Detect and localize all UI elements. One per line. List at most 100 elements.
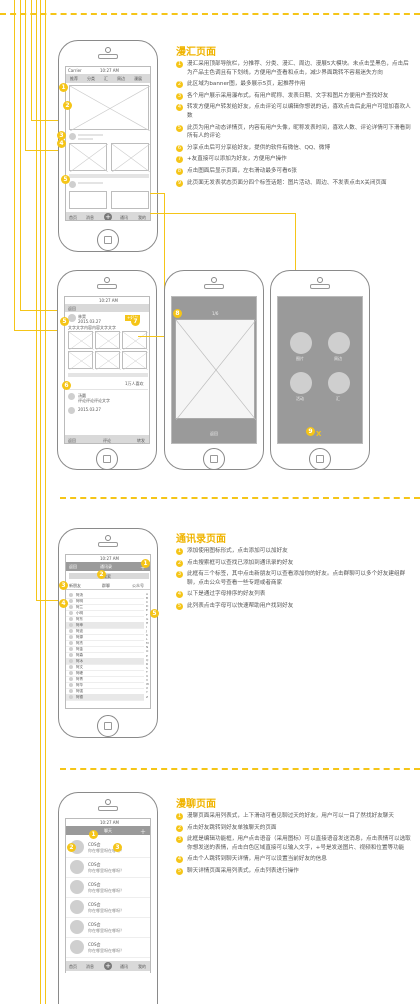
table-row[interactable]: 阿明 (66, 598, 144, 605)
full-image[interactable] (175, 319, 256, 421)
table-row[interactable]: 阿冰 (66, 658, 144, 665)
table-row[interactable]: 阿金 (66, 646, 144, 653)
alpha-index-letter[interactable]: P (146, 653, 148, 658)
avatar[interactable] (68, 393, 75, 400)
toolbar-contacts[interactable]: 通讯 (120, 964, 128, 969)
alpha-index-letter[interactable]: C (146, 600, 149, 605)
tab-recommend[interactable]: 推荐 (70, 76, 78, 81)
share-button[interactable]: 转发 (137, 438, 145, 443)
list-item[interactable]: COS会你在哪里呀在哪呀？ (66, 837, 150, 858)
table-row[interactable]: 阿汤 (66, 592, 144, 599)
table-row[interactable]: 阿波 (66, 628, 144, 635)
alpha-index-letter[interactable]: O (146, 649, 149, 654)
alpha-index-letter[interactable]: L (146, 637, 148, 642)
alpha-index-letter[interactable]: T (146, 669, 148, 674)
post-image[interactable] (111, 143, 150, 173)
list-item[interactable]: COS会你在哪里呀在哪呀？ (66, 877, 150, 898)
post-actions[interactable] (69, 174, 149, 178)
alpha-index-letter[interactable]: B (146, 596, 149, 601)
alpha-index-letter[interactable]: W (146, 682, 149, 687)
alpha-index-letter[interactable]: X (146, 686, 149, 691)
publish-activity-button[interactable] (290, 372, 312, 394)
contact-name: 阿强 (76, 689, 83, 693)
alpha-index-letter[interactable]: Y (146, 690, 148, 695)
avatar[interactable] (69, 181, 76, 188)
back-button[interactable]: 返回 (68, 438, 76, 443)
alpha-index-letter[interactable]: H (146, 620, 149, 625)
publish-image-button[interactable] (290, 332, 312, 354)
image-placeholder-icon (111, 143, 150, 173)
alpha-index-letter[interactable]: G (146, 616, 149, 621)
tab-group-chat[interactable]: 群聊 (102, 583, 110, 588)
list-item[interactable]: COS会你在哪里呀在哪呀？ (66, 917, 150, 938)
tab-hui[interactable]: 汇 (104, 76, 108, 81)
table-row[interactable]: 阿源 (66, 634, 144, 641)
tab-category[interactable]: 分类 (87, 76, 95, 81)
alpha-index-letter[interactable]: R (146, 661, 149, 666)
post-image[interactable] (111, 191, 149, 209)
table-row[interactable]: 阿杰 (66, 640, 144, 647)
avatar[interactable] (69, 133, 76, 140)
table-row[interactable]: 阿兰 (66, 604, 144, 611)
add-button[interactable]: + (104, 213, 112, 221)
post-image[interactable] (68, 331, 95, 351)
table-row[interactable]: 阿华 (66, 682, 144, 689)
list-item[interactable]: COS会你在哪里呀在哪呀？ (66, 857, 150, 878)
banner-image[interactable] (69, 85, 150, 132)
alpha-index-letter[interactable]: V (146, 678, 149, 683)
back-button[interactable]: 返回 (69, 564, 77, 569)
post-image[interactable] (69, 143, 109, 173)
toolbar-mine[interactable]: 我的 (138, 964, 146, 969)
toolbar-contacts[interactable]: 通讯 (120, 215, 128, 220)
table-row[interactable]: 小明 (66, 610, 144, 617)
table-row[interactable]: 阿峰 (66, 670, 144, 677)
publish-peripheral-button[interactable] (328, 332, 350, 354)
alpha-index-letter[interactable]: S (146, 665, 148, 670)
toolbar-mine[interactable]: 我的 (138, 215, 146, 220)
add-chat-icon[interactable]: ＋ (140, 829, 147, 836)
post-image[interactable] (122, 331, 149, 351)
list-item[interactable]: COS会你在哪里呀在哪呀？ (66, 897, 150, 918)
post-image[interactable] (69, 191, 107, 209)
table-row[interactable]: 阿青 (66, 676, 144, 683)
comment-button[interactable]: 评论 (103, 438, 111, 443)
tab-peripheral[interactable]: 周边 (117, 76, 125, 81)
post-actions[interactable] (68, 373, 148, 377)
alpha-index-letter[interactable]: Z (146, 694, 149, 699)
alpha-index-letter[interactable]: F (146, 612, 148, 617)
toolbar-message[interactable]: 消息 (86, 215, 94, 220)
table-row[interactable]: 阿坤 (66, 622, 144, 629)
back-button[interactable]: 返回 (68, 306, 76, 311)
alpha-index-letter[interactable]: U (146, 674, 149, 678)
tab-new-friends[interactable]: 新朋友 (69, 583, 81, 588)
table-row[interactable]: 阿德 (66, 694, 144, 701)
post-image[interactable] (95, 331, 122, 351)
alpha-index-letter[interactable]: E (146, 608, 148, 613)
close-icon[interactable]: X (316, 430, 322, 438)
alpha-index-letter[interactable]: M (146, 641, 149, 646)
close-viewer-button[interactable]: 返回 (210, 431, 218, 436)
add-contact-icon[interactable]: ＋ (140, 565, 147, 572)
alpha-index-letter[interactable]: N (146, 645, 149, 650)
alpha-index-letter[interactable]: I (146, 624, 147, 629)
alpha-index-letter[interactable]: D (146, 604, 149, 609)
alpha-index-letter[interactable]: K (146, 633, 148, 637)
alpha-index-letter[interactable]: J (146, 628, 147, 633)
list-item[interactable]: COS会你在哪里呀在哪呀？ (66, 937, 150, 958)
post-image[interactable] (95, 351, 122, 371)
alpha-index-letter[interactable]: A (146, 592, 149, 596)
toolbar-message[interactable]: 消息 (86, 964, 94, 969)
post-image[interactable] (68, 351, 95, 371)
toolbar-home[interactable]: 首页 (69, 215, 77, 220)
avatar[interactable] (68, 407, 75, 414)
search-input[interactable]: 搜索 (69, 573, 149, 579)
tab-official[interactable]: 公众号 (132, 583, 144, 588)
publish-hui-button[interactable] (328, 372, 350, 394)
alpha-index-letter[interactable]: Q (146, 657, 149, 662)
tab-expo[interactable]: 漫展 (134, 76, 142, 81)
avatar[interactable] (68, 314, 76, 322)
post-image[interactable] (122, 351, 149, 371)
toolbar-home[interactable]: 首页 (69, 964, 77, 969)
add-button[interactable]: + (104, 962, 112, 970)
table-row[interactable]: 阿文 (66, 664, 144, 671)
